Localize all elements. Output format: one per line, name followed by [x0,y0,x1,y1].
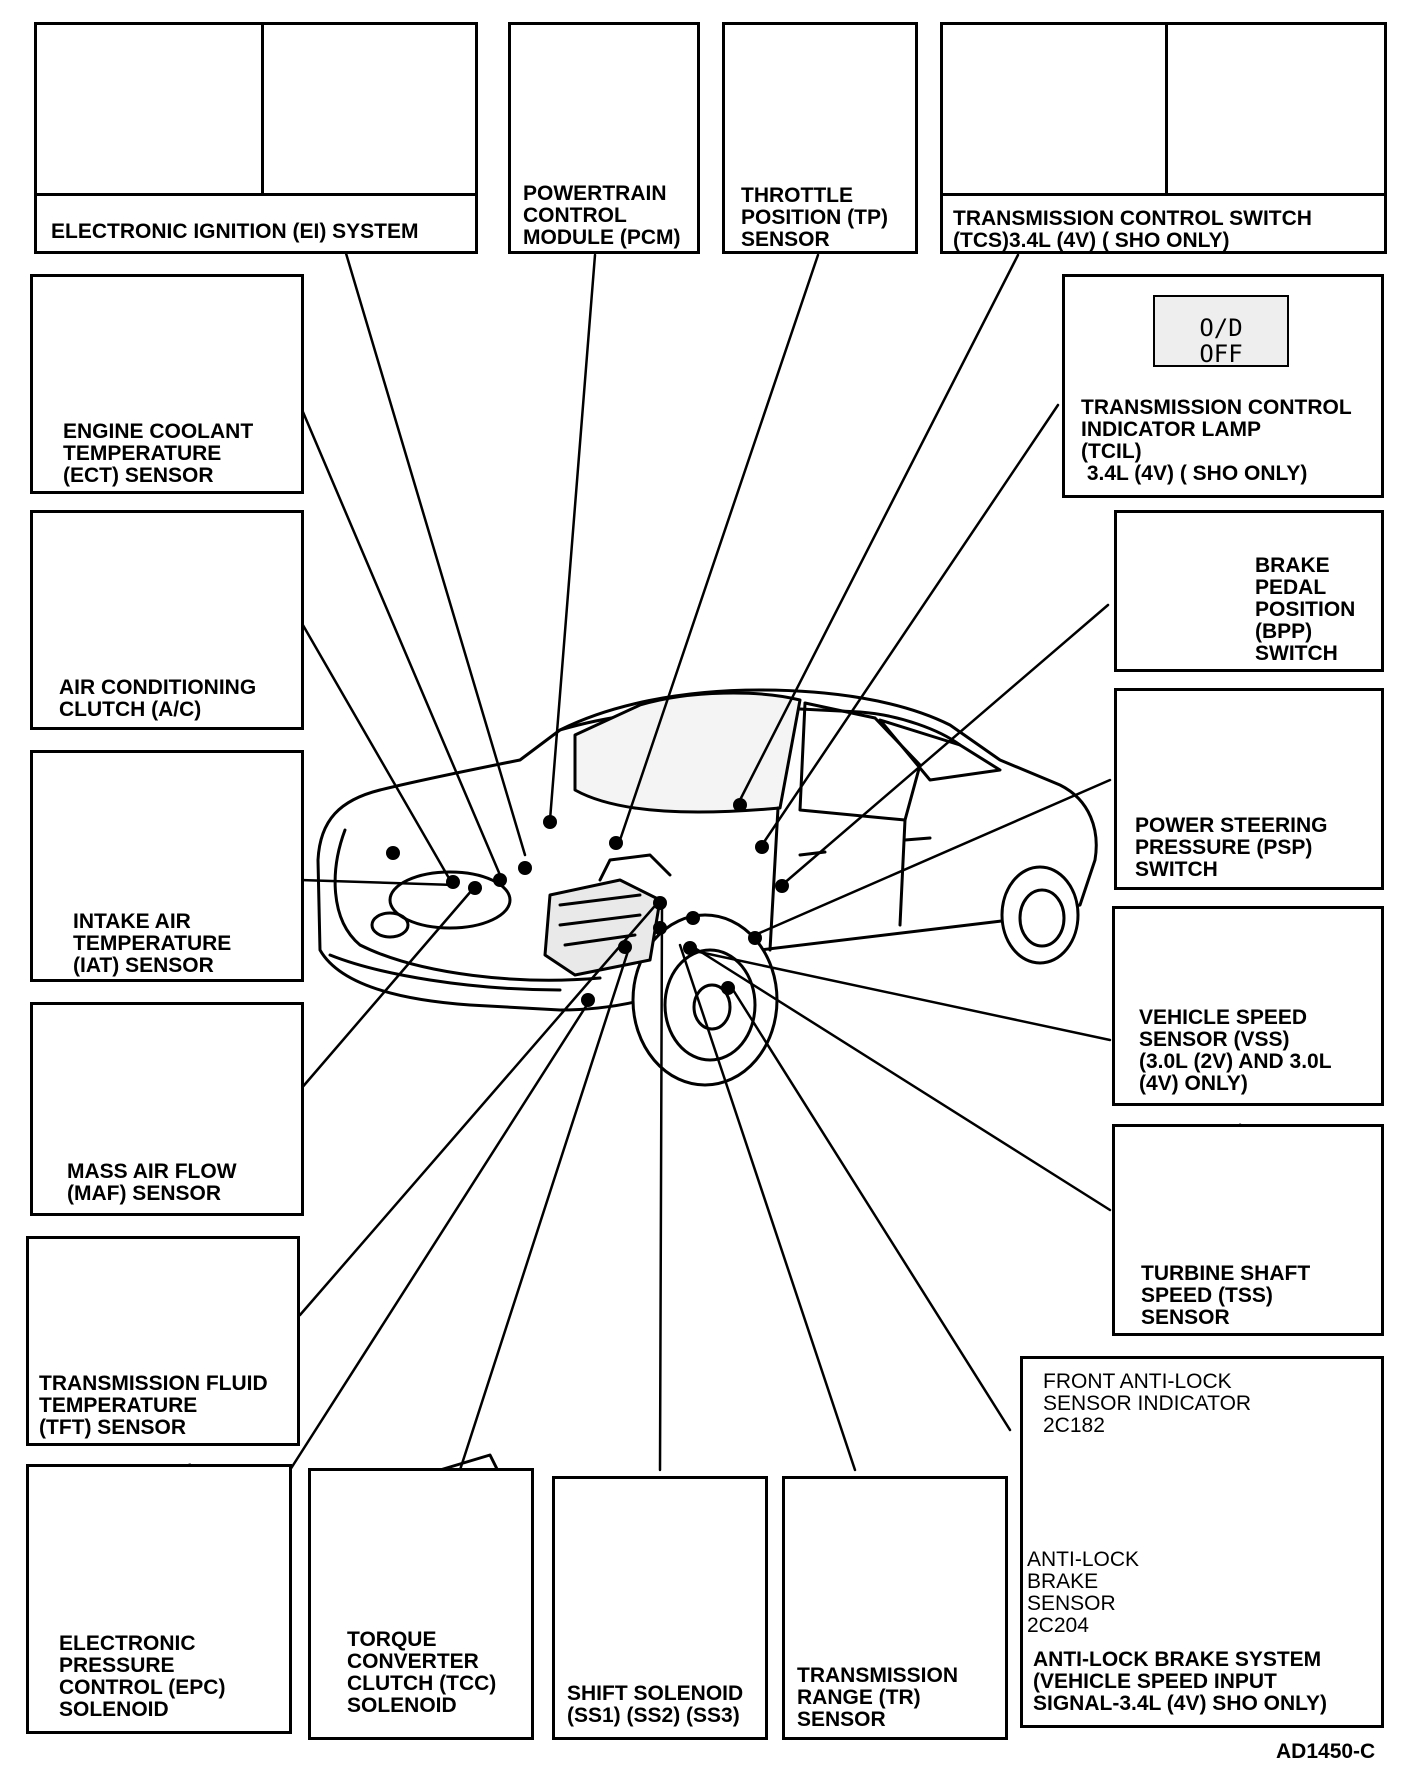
tp-sensor-box: THROTTLE POSITION (TP) SENSOR [722,22,918,254]
tss-label: TURBINE SHAFT SPEED (TSS) SENSOR [1141,1262,1311,1329]
tcs-label: TRANSMISSION CONTROL SWITCH (TCS)3.4L (4… [953,207,1312,252]
od-off-indicator: O/D OFF [1153,295,1289,367]
maf-sensor-box: MASS AIR FLOW (MAF) SENSOR [30,1002,304,1216]
iat-sensor-label: INTAKE AIR TEMPERATURE (IAT) SENSOR [73,910,232,977]
connection-dots [386,798,789,1007]
ect-sensor-label: ENGINE COOLANT TEMPERATURE (ECT) SENSOR [63,420,254,487]
ac-clutch-label: AIR CONDITIONING CLUTCH (A/C) [59,676,257,721]
tss-box: TURBINE SHAFT SPEED (TSS) SENSOR [1112,1124,1384,1336]
epc-solenoid-label: ELECTRONIC PRESSURE CONTROL (EPC) SOLENO… [59,1632,226,1721]
tcs-divider-vertical [1165,25,1168,193]
tcil-box: O/D OFF TRANSMISSION CONTROL INDICATOR L… [1062,274,1384,498]
figure-code: AD1450-C [1276,1740,1376,1763]
vss-box: VEHICLE SPEED SENSOR (VSS) (3.0L (2V) AN… [1112,906,1384,1106]
ei-divider-horizontal [37,193,475,196]
pcm-label: POWERTRAIN CONTROL MODULE (PCM) [523,182,681,249]
iat-sensor-box: INTAKE AIR TEMPERATURE (IAT) SENSOR [30,750,304,982]
leader-lines [288,248,1112,1472]
tcc-solenoid-label: TORQUE CONVERTER CLUTCH (TCC) SOLENOID [347,1628,497,1717]
ect-sensor-box: ENGINE COOLANT TEMPERATURE (ECT) SENSOR [30,274,304,494]
ei-divider-vertical [261,25,264,193]
psp-switch-label: POWER STEERING PRESSURE (PSP) SWITCH [1135,814,1328,881]
ei-system-box: ELECTRONIC IGNITION (EI) SYSTEM [34,22,478,254]
tcs-box: TRANSMISSION CONTROL SWITCH (TCS)3.4L (4… [940,22,1387,254]
psp-switch-box: POWER STEERING PRESSURE (PSP) SWITCH [1114,688,1384,890]
tr-sensor-box: TRANSMISSION RANGE (TR) SENSOR [782,1476,1008,1740]
bpp-switch-box: BRAKE PEDAL POSITION (BPP) SWITCH [1114,510,1384,672]
tcil-label: TRANSMISSION CONTROL INDICATOR LAMP (TCI… [1081,396,1352,485]
tft-sensor-box: TRANSMISSION FLUID TEMPERATURE (TFT) SEN… [26,1236,300,1446]
tcc-solenoid-box: TORQUE CONVERTER CLUTCH (TCC) SOLENOID [308,1468,534,1740]
ac-clutch-box: AIR CONDITIONING CLUTCH (A/C) [30,510,304,730]
pcm-box: POWERTRAIN CONTROL MODULE (PCM) [508,22,700,254]
car-illustration [316,688,1098,1087]
bpp-switch-label: BRAKE PEDAL POSITION (BPP) SWITCH [1255,554,1356,665]
tr-sensor-label: TRANSMISSION RANGE (TR) SENSOR [797,1664,959,1731]
maf-sensor-label: MASS AIR FLOW (MAF) SENSOR [67,1160,237,1205]
vss-label: VEHICLE SPEED SENSOR (VSS) (3.0L (2V) AN… [1139,1006,1332,1095]
abs-front-indicator-label: FRONT ANTI-LOCK SENSOR INDICATOR 2C182 [1043,1370,1252,1437]
abs-system-label: ANTI-LOCK BRAKE SYSTEM (VEHICLE SPEED IN… [1033,1648,1328,1715]
tcs-divider-horizontal [943,193,1384,196]
abs-sensor-label: ANTI-LOCK BRAKE SENSOR 2C204 [1027,1548,1140,1637]
shift-solenoid-box: SHIFT SOLENOID (SS1) (SS2) (SS3) [552,1476,768,1740]
ei-system-label: ELECTRONIC IGNITION (EI) SYSTEM [51,220,419,243]
shift-solenoid-label: SHIFT SOLENOID (SS1) (SS2) (SS3) [567,1682,744,1727]
abs-box: FRONT ANTI-LOCK SENSOR INDICATOR 2C182 A… [1020,1356,1384,1728]
epc-solenoid-box: ELECTRONIC PRESSURE CONTROL (EPC) SOLENO… [26,1464,292,1734]
tft-sensor-label: TRANSMISSION FLUID TEMPERATURE (TFT) SEN… [39,1372,268,1439]
tp-sensor-label: THROTTLE POSITION (TP) SENSOR [741,184,888,251]
